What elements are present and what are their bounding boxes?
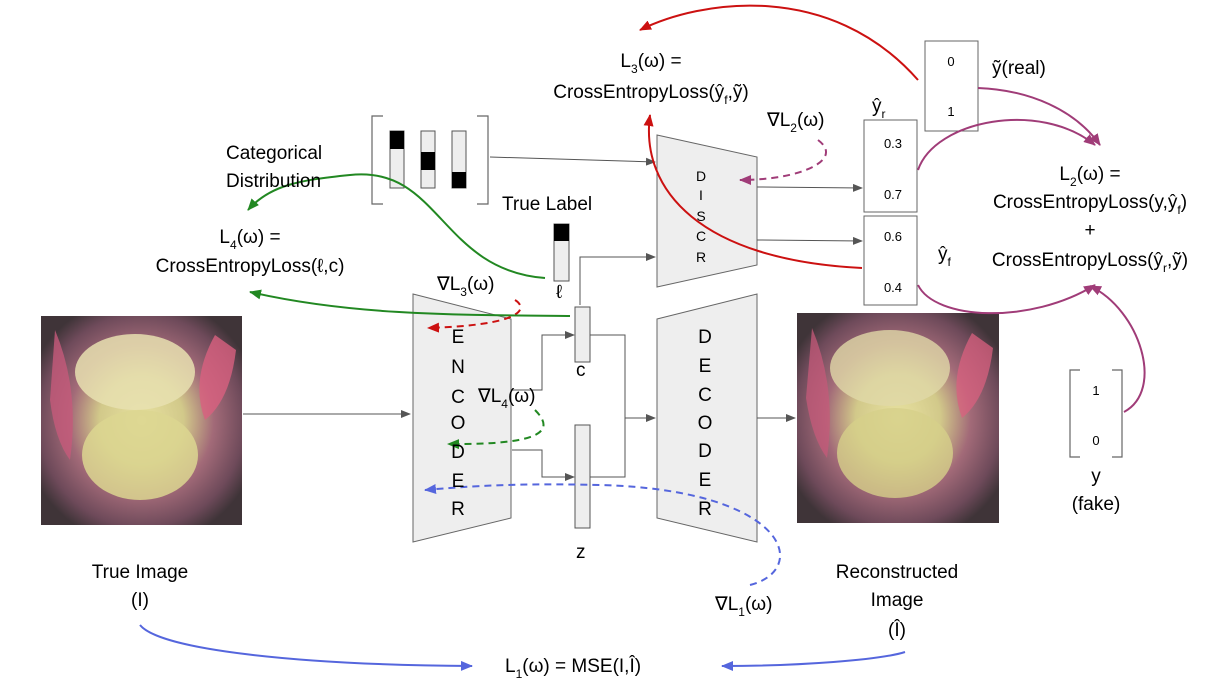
decoder-letter: O	[698, 413, 713, 434]
y-hat-r-value: 0.7	[884, 187, 902, 202]
decoder-letter: D	[698, 441, 712, 462]
red-loss-curves	[427, 4, 919, 333]
discr-letter: C	[696, 228, 706, 244]
c-latent-bar	[574, 306, 591, 363]
encoder-letter: D	[451, 442, 465, 463]
y-fake-value: 0	[1092, 433, 1099, 448]
loss-l4-line2: CrossEntropyLoss(ℓ,c)	[156, 256, 345, 277]
true-label-vector	[553, 223, 570, 282]
encoder-letter: E	[452, 327, 465, 348]
c-label: c	[576, 360, 586, 381]
true-image	[41, 316, 242, 525]
y-real-label: ỹ(real)	[992, 58, 1046, 79]
y-real-value: 1	[947, 104, 954, 119]
encoder-letter: E	[452, 471, 465, 492]
encoder-letter: C	[451, 387, 465, 408]
data-flow-arrows	[243, 156, 863, 481]
discr-letter: S	[696, 208, 705, 224]
reconstructed-image-label-line1: Reconstructed	[836, 562, 959, 583]
true-label-symbol: ℓ	[556, 282, 562, 303]
green-loss-curves	[247, 173, 571, 450]
loss-l2-head: L2(ω) =	[1059, 164, 1120, 189]
gradient-l3: ∇L3(ω)	[436, 274, 494, 299]
y-fake-label: y	[1091, 466, 1101, 487]
y-real-vector-box	[924, 40, 979, 132]
loss-l3-line2: CrossEntropyLoss(ŷf,ỹ)	[553, 82, 749, 107]
encoder-letter: R	[451, 499, 465, 520]
encoder-block	[412, 293, 512, 543]
y-fake-value: 1	[1092, 383, 1099, 398]
decoder-block	[656, 293, 758, 543]
gradient-l4: ∇L4(ω)	[477, 386, 535, 411]
blue-loss-curves	[139, 483, 906, 671]
loss-l1: L1(ω) = MSE(I,Î)	[505, 655, 641, 681]
categorical-distribution-matrix	[371, 115, 489, 205]
discr-letter: I	[699, 187, 703, 203]
decoder-letter: R	[698, 499, 712, 520]
discr-letter: D	[696, 168, 706, 184]
y-hat-f-label: ŷf	[938, 244, 952, 269]
true-image-label: True Image	[92, 562, 188, 583]
decoder-letters: D E C O D E R	[698, 327, 713, 520]
z-label: z	[576, 542, 586, 563]
y-hat-r-value: 0.3	[884, 136, 902, 151]
y-hat-f-value: 0.4	[884, 280, 902, 295]
y-fake-label-line2: (fake)	[1072, 494, 1121, 515]
loss-l2-plus: +	[1084, 220, 1095, 241]
y-hat-f-vector-box	[863, 215, 918, 306]
discriminator-letters: D I S C R	[696, 168, 706, 265]
purple-loss-curves	[739, 87, 1146, 413]
reconstructed-image-symbol: (Î)	[888, 619, 906, 641]
encoder-letters: E N C O D E R	[451, 327, 466, 520]
discriminator-block	[656, 134, 758, 288]
loss-l2-line2: CrossEntropyLoss(y,ŷf)	[993, 192, 1187, 217]
loss-l4-head: L4(ω) =	[219, 227, 280, 252]
discr-letter: R	[696, 249, 706, 265]
reconstructed-image	[797, 313, 999, 523]
decoder-letter: E	[699, 356, 712, 377]
loss-l2-line3: CrossEntropyLoss(ŷr,ỹ)	[992, 250, 1188, 275]
loss-l3-head: L3(ω) =	[620, 51, 681, 76]
reconstructed-image-label-line2: Image	[871, 590, 924, 611]
encoder-letter: N	[451, 357, 465, 378]
gradient-l1: ∇L1(ω)	[714, 594, 772, 619]
decoder-letter: E	[699, 470, 712, 491]
encoder-letter: O	[451, 413, 466, 434]
true-label-title: True Label	[502, 194, 592, 215]
y-fake-vector-box	[1069, 369, 1123, 458]
decoder-letter: C	[698, 385, 712, 406]
y-hat-r-label: ŷr	[872, 96, 886, 121]
categorical-label-line2: Distribution	[226, 171, 321, 192]
decoder-letter: D	[698, 327, 712, 348]
categorical-label-line1: Categorical	[226, 143, 322, 164]
y-hat-r-vector-box	[863, 119, 918, 213]
gradient-l2: ∇L2(ω)	[766, 110, 824, 135]
z-latent-bar	[574, 424, 591, 529]
true-image-symbol: (I)	[131, 590, 149, 611]
y-hat-f-value: 0.6	[884, 229, 902, 244]
y-real-value: 0	[947, 54, 954, 69]
